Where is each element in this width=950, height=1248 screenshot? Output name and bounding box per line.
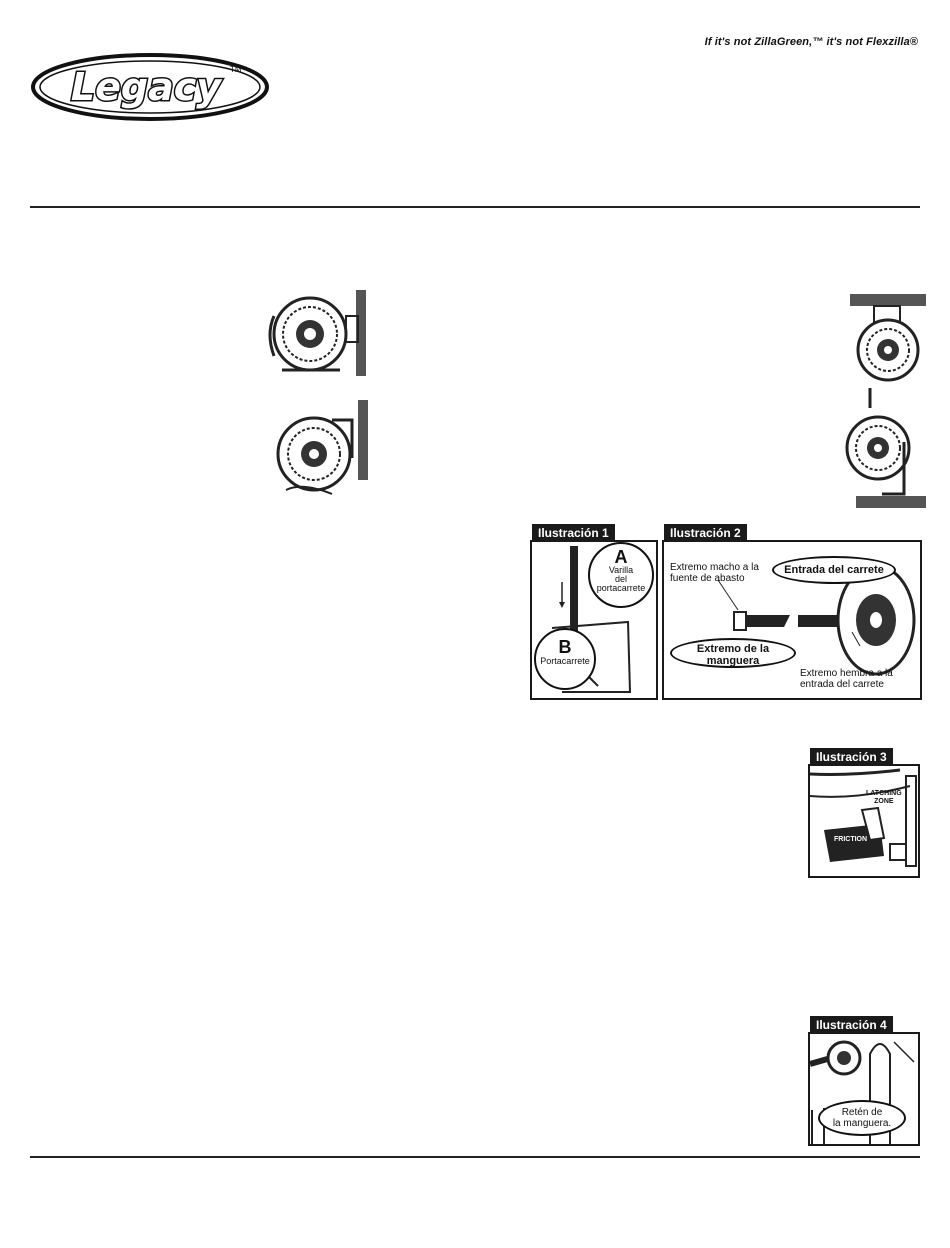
illustration-1-panel: A Varilla del portacarrete B Portacarret… — [530, 540, 658, 700]
footer-rule — [30, 1156, 920, 1158]
illustration-3-title: Ilustración 3 — [810, 748, 893, 766]
illustration-3-panel: LATCHING ZONE FRICTION — [808, 764, 920, 878]
reel-floor-mount-figure — [845, 415, 926, 508]
friction-label: FRICTION — [834, 836, 868, 843]
female-end-label: Extremo hembra a la entrada del carrete — [800, 668, 893, 690]
logo-trademark: TM — [230, 65, 242, 74]
reel-inlet-callout: Entrada del carrete — [772, 556, 896, 584]
illustration-4-panel: Retén de la manguera. — [808, 1032, 920, 1146]
illustration-2-title: Ilustración 2 — [664, 524, 747, 542]
hose-stop-callout: Retén de la manguera. — [818, 1100, 906, 1136]
illustration-1-title: Ilustración 1 — [532, 524, 615, 542]
label-a-callout: A Varilla del portacarrete — [588, 542, 654, 608]
legacy-logo: Legacy TM — [31, 53, 269, 121]
tagline: If it's not ZillaGreen,™ it's not Flexzi… — [704, 36, 918, 48]
illustration-4-title: Ilustración 4 — [810, 1016, 893, 1034]
male-end-label: Extremo macho a la fuente de abasto — [670, 562, 759, 584]
illustration-4-drawing — [810, 1040, 915, 1144]
label-b-callout: B Portacarrete — [534, 628, 596, 690]
latching-zone-label: LATCHING ZONE — [866, 790, 902, 805]
reel-ceiling-mount-figure — [850, 294, 926, 408]
reel-wall-bracket-figure — [276, 400, 368, 495]
illustration-2-panel: Extremo macho a la fuente de abasto Entr… — [662, 540, 922, 700]
logo-text: Legacy — [71, 65, 223, 109]
illustration-2-drawing — [717, 564, 916, 676]
hose-end-callout: Extremo de la manguera — [670, 638, 796, 668]
reel-wall-mount-figure — [268, 290, 366, 376]
illustration-3-drawing — [810, 768, 917, 867]
header-rule — [30, 206, 920, 208]
